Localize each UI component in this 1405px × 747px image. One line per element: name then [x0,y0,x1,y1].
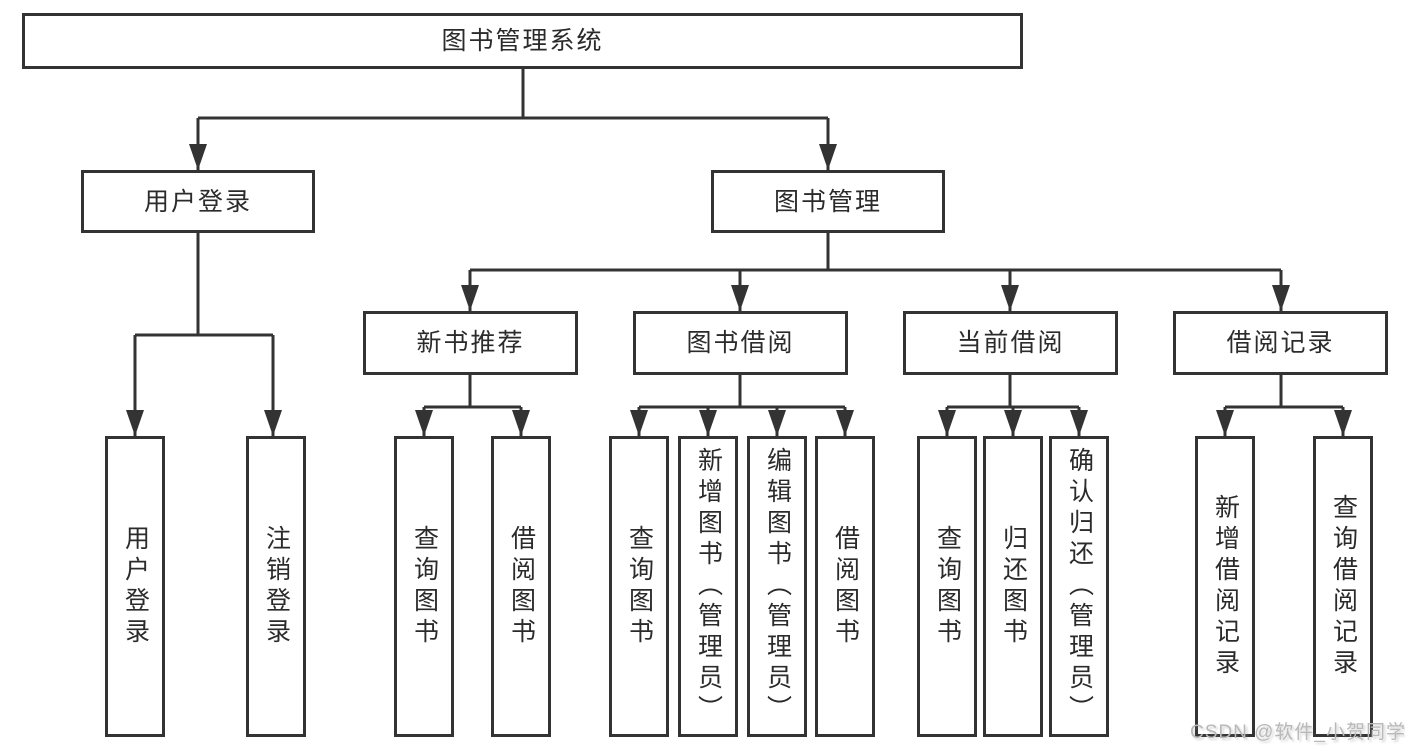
connector-userlogin-to-leaves [126,233,282,436]
arrowhead [461,285,479,311]
leaf-borrow-books-recommend: 借阅图书 [491,436,551,737]
connector-root-to-level2 [189,69,837,170]
arrowhead [1216,410,1234,436]
node-new-book-recommend: 新书推荐 [363,311,578,375]
arrowhead [189,144,207,170]
node-book-management: 图书管理 [711,170,945,233]
node-new-book-recommend-label: 新书推荐 [416,329,525,357]
arrowhead [836,410,854,436]
arrowhead [731,285,749,311]
leaf-borrow-books-recommend-label: 借阅图书 [507,524,536,649]
leaf-user-login-label: 用户登录 [121,524,150,649]
leaf-edit-book-admin-label: 编辑图书（管理员） [763,447,792,726]
leaf-query-borrow-record: 查询借阅记录 [1313,436,1373,737]
leaf-query-books-current-label: 查询图书 [933,524,962,649]
node-borrow-records: 借阅记录 [1173,311,1388,375]
arrowhead [415,410,433,436]
leaf-return-books: 归还图书 [983,436,1043,737]
connector-newbook-to-leaves [415,375,530,436]
arrowhead [1272,285,1290,311]
connector-line [196,69,830,170]
leaf-logout-label: 注销登录 [262,524,291,649]
connector-bookborrow-to-leaves [630,375,854,436]
connector-line [1223,375,1345,436]
arrowhead [1001,285,1019,311]
leaf-user-login: 用户登录 [105,436,165,737]
leaf-add-borrow-record-label: 新增借阅记录 [1211,493,1240,680]
leaf-borrow-books-label: 借阅图书 [831,524,860,649]
leaf-confirm-return-admin: 确认归还（管理员） [1049,436,1109,737]
node-book-borrow: 图书借阅 [633,311,848,375]
connector-line [468,233,1283,311]
arrowhead [1070,410,1088,436]
node-current-borrow-label: 当前借阅 [956,329,1065,357]
leaf-edit-book-admin: 编辑图书（管理员） [747,436,807,737]
connector-line [133,233,275,436]
leaf-add-book-admin: 新增图书（管理员） [678,436,738,737]
node-user-login-label: 用户登录 [143,187,252,216]
leaf-logout: 注销登录 [246,436,306,737]
leaf-query-borrow-record-label: 查询借阅记录 [1329,493,1358,680]
leaf-return-books-label: 归还图书 [999,524,1028,649]
node-book-management-label: 图书管理 [773,187,882,216]
arrowhead [264,410,282,436]
arrowhead [768,410,786,436]
leaf-add-borrow-record: 新增借阅记录 [1195,436,1255,737]
connector-records-to-leaves [1216,375,1352,436]
arrowhead [1004,410,1022,436]
leaf-query-books-current: 查询图书 [917,436,977,737]
leaf-query-books-borrow: 查询图书 [609,436,669,737]
node-book-borrow-label: 图书借阅 [686,329,795,357]
arrowhead [938,410,956,436]
arrowhead [630,410,648,436]
leaf-query-books-recommend: 查询图书 [394,436,454,737]
node-library-system: 图书管理系统 [22,13,1023,69]
arrowhead [699,410,717,436]
connector-bookmgmt-to-level3 [461,233,1290,311]
node-current-borrow: 当前借阅 [903,311,1118,375]
leaf-add-book-admin-label: 新增图书（管理员） [694,447,723,726]
connector-line [422,375,523,436]
connector-currentborrow-to-leaves [938,375,1088,436]
arrowhead [819,144,837,170]
node-user-login: 用户登录 [81,170,315,233]
leaf-confirm-return-admin-label: 确认归还（管理员） [1065,447,1094,726]
node-borrow-records-label: 借阅记录 [1226,329,1335,357]
leaf-query-books-borrow-label: 查询图书 [625,524,654,649]
leaf-borrow-books: 借阅图书 [815,436,875,737]
arrowhead [126,410,144,436]
arrowhead [1334,410,1352,436]
csdn-watermark: CSDN @软件_小贺同学 [1190,722,1405,743]
leaf-query-books-recommend-label: 查询图书 [410,524,439,649]
node-library-system-label: 图书管理系统 [441,27,604,55]
connector-line [637,375,847,436]
arrowhead [512,410,530,436]
